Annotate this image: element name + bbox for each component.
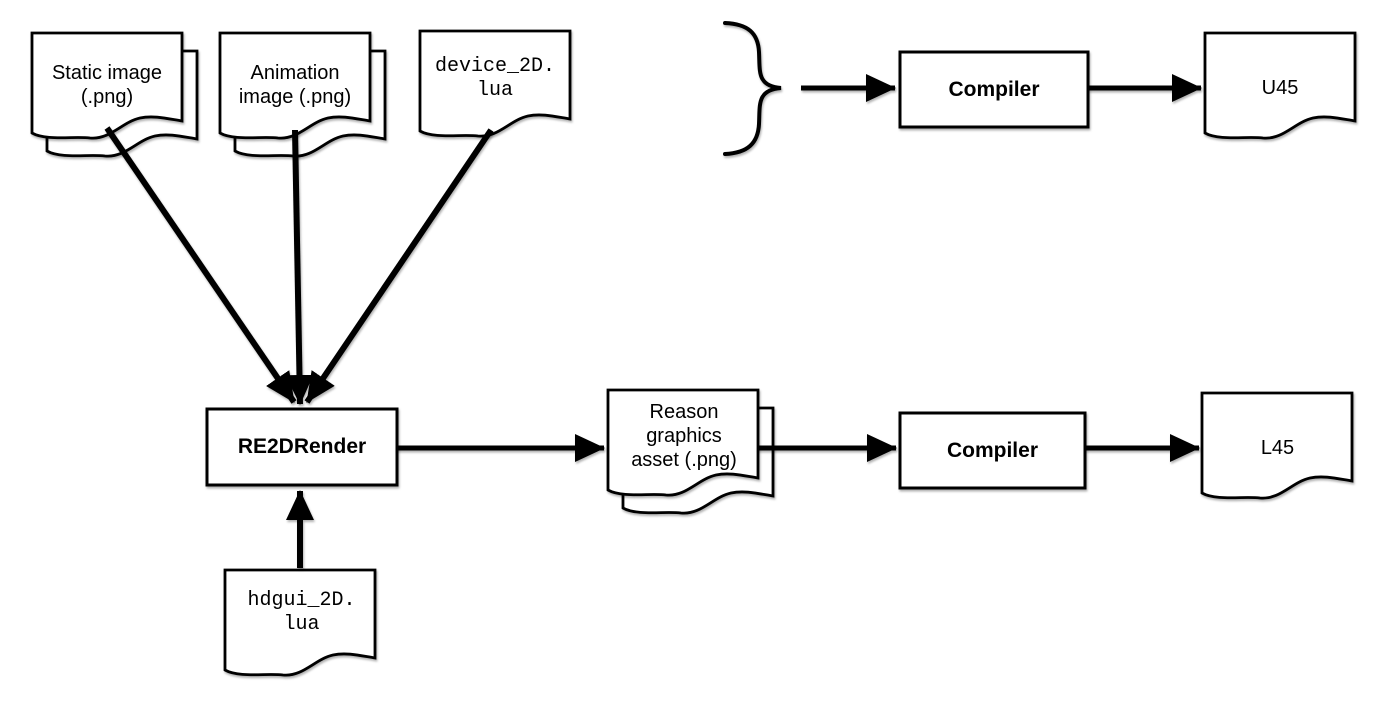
arrow-static-to-re2drender [104,126,297,404]
arrow-animation-to-re2drender [285,129,314,405]
arrow-device-to-re2drender [304,128,494,404]
animation-image-doc [218,31,387,158]
u45-doc-sheet [1203,31,1357,140]
re2drender-box [205,407,399,487]
device-lua-doc-sheet [418,29,572,138]
compiler-bottom-box [898,411,1087,490]
device-lua-doc [418,29,572,138]
hdgui-lua-doc [223,568,377,677]
hdgui-lua-doc-sheet [223,568,377,677]
l45-doc-sheet [1200,391,1354,500]
curly-brace-right-icon [723,21,782,156]
u45-doc [1203,31,1357,140]
l45-doc [1200,391,1354,500]
reason-asset-doc [606,388,775,515]
compiler-top-box [898,50,1090,129]
